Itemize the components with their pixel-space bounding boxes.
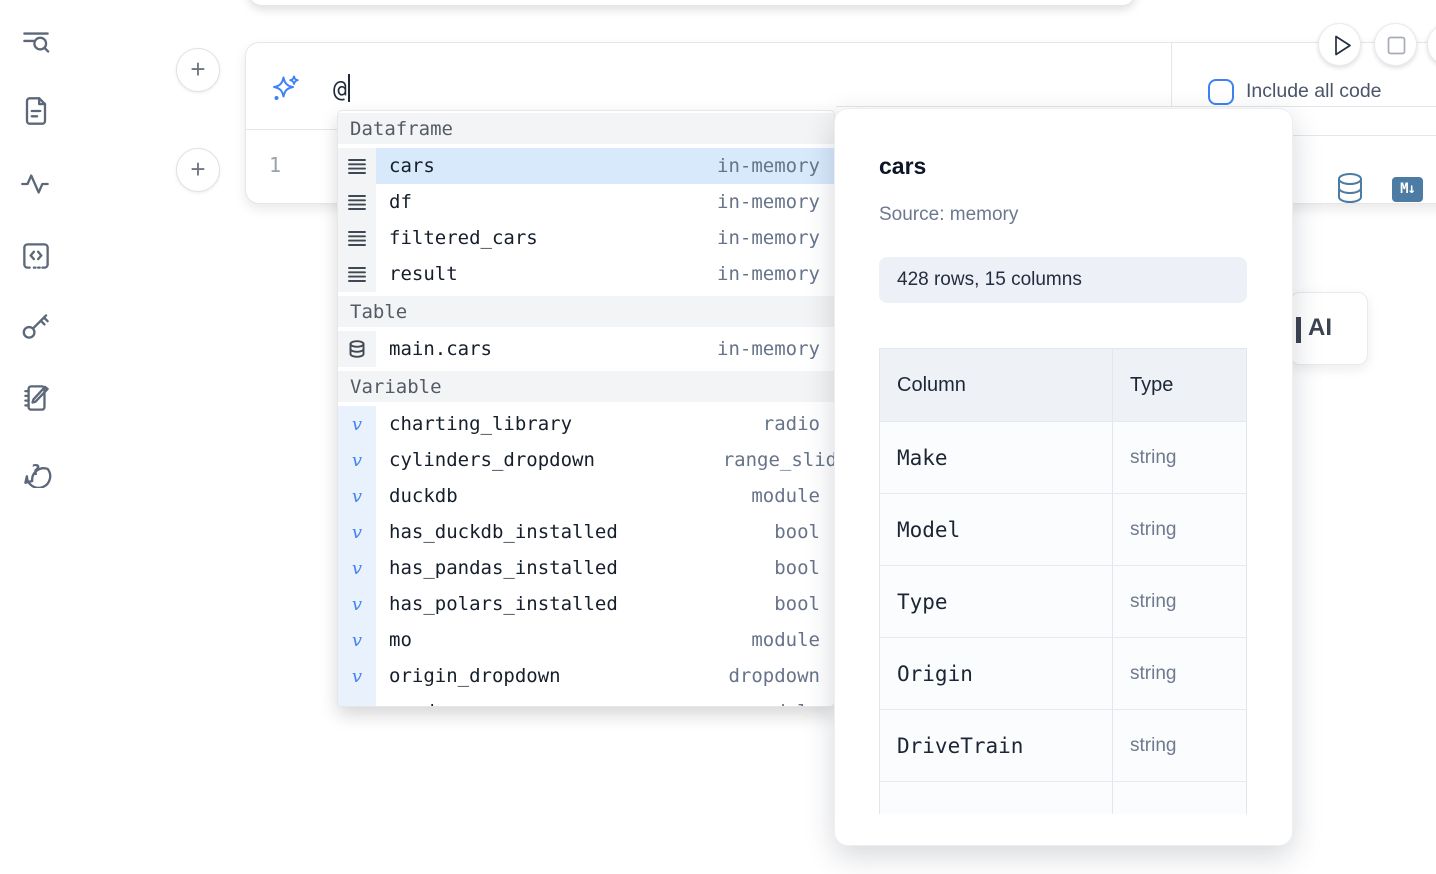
column-header: Column [897, 373, 966, 396]
completion-item-has-pandas-installed[interactable]: v has_pandas_installed bool [338, 550, 834, 586]
type-header: Type [1130, 373, 1174, 396]
section-header-variable: Variable [338, 371, 834, 402]
variable-icon: v [338, 514, 376, 550]
add-cell-button-top[interactable]: + [176, 48, 220, 92]
section-header-dataframe: Dataframe [338, 113, 834, 144]
completion-item-df[interactable]: df in-memory [338, 184, 834, 220]
include-all-code-label: Include all code [1246, 80, 1382, 102]
include-all-code-checkbox[interactable] [1208, 79, 1234, 105]
database-cell-icon[interactable] [1336, 171, 1364, 205]
help-chat-icon[interactable]: ? [18, 452, 54, 489]
toc-search-icon[interactable] [18, 24, 54, 60]
cell-border [1171, 135, 1436, 136]
variable-icon: v [338, 442, 376, 478]
dataframe-icon [338, 148, 376, 184]
key-icon[interactable] [18, 308, 54, 344]
scratchpad-icon[interactable] [18, 380, 54, 416]
completion-item-pandas[interactable]: v pandas module [338, 694, 834, 706]
code-snippets-icon[interactable] [18, 238, 54, 274]
schema-table-header: Column Type [880, 349, 1246, 421]
text-cursor [347, 74, 350, 102]
completion-item-origin-dropdown[interactable]: v origin_dropdown dropdown [338, 658, 834, 694]
markdown-cell-icon[interactable]: M↓ [1392, 177, 1423, 202]
section-header-table: Table [338, 296, 834, 327]
variable-icon: v [338, 658, 376, 694]
preview-source: Source: memory [879, 204, 1019, 225]
completion-item-filtered-cars[interactable]: filtered_cars in-memory [338, 220, 834, 256]
document-icon[interactable] [18, 93, 54, 129]
ai-button-label: AI [1308, 314, 1332, 341]
dataframe-preview-popup: cars Source: memory 428 rows, 15 columns… [834, 108, 1293, 846]
table-row: DriveTrain string [880, 709, 1246, 781]
autocomplete-dropdown: Dataframe cars in-memory df in-memory fi… [337, 110, 835, 707]
completion-item-cars[interactable]: cars in-memory [338, 148, 834, 184]
variable-icon: v [338, 622, 376, 658]
completion-item-has-polars-installed[interactable]: v has_polars_installed bool [338, 586, 834, 622]
preview-shape-badge: 428 rows, 15 columns [879, 257, 1247, 303]
dataframe-icon [338, 256, 376, 292]
completion-item-result[interactable]: result in-memory [338, 256, 834, 292]
completion-item-charting-library[interactable]: v charting_library radio [338, 406, 834, 442]
run-cell-button[interactable] [1318, 23, 1361, 66]
preview-title: cars [879, 153, 927, 179]
dataframe-icon [338, 220, 376, 256]
table-row: Type string [880, 565, 1246, 637]
schema-table: Column Type Make string Model string Typ… [879, 348, 1247, 814]
ai-prompt-input[interactable]: @ [333, 73, 350, 107]
completion-item-main-cars[interactable]: main.cars in-memory [338, 331, 834, 367]
stop-button[interactable] [1374, 23, 1417, 66]
completion-item-mo[interactable]: v mo module [338, 622, 834, 658]
schema-table-wrap: Column Type Make string Model string Typ… [879, 348, 1247, 814]
table-row: Make string [880, 421, 1246, 493]
table-db-icon [338, 331, 376, 367]
activity-icon[interactable] [18, 166, 54, 202]
variable-icon: v [338, 694, 376, 706]
completion-item-cylinders-dropdown[interactable]: v cylinders_dropdown range_slider [338, 442, 834, 478]
variable-icon: v [338, 550, 376, 586]
svg-text:?: ? [32, 462, 41, 479]
completion-item-duckdb[interactable]: v duckdb module [338, 478, 834, 514]
cell-divider [1171, 43, 1172, 106]
line-number: 1 [268, 153, 282, 177]
variable-icon: v [338, 406, 376, 442]
ai-button[interactable]: AI [1290, 292, 1368, 365]
previous-cell [248, 0, 1136, 6]
cell-border [836, 106, 1436, 107]
ai-sparkles-icon [269, 73, 301, 105]
table-row-partial [880, 781, 1246, 814]
completion-item-has-duckdb-installed[interactable]: v has_duckdb_installed bool [338, 514, 834, 550]
table-row: Origin string [880, 637, 1246, 709]
prompt-text: @ [333, 77, 347, 103]
table-row: Model string [880, 493, 1246, 565]
variable-icon: v [338, 478, 376, 514]
dataframe-icon [338, 184, 376, 220]
clipped-letter [1296, 317, 1301, 343]
add-cell-button-bottom[interactable]: + [176, 148, 220, 192]
variable-icon: v [338, 586, 376, 622]
